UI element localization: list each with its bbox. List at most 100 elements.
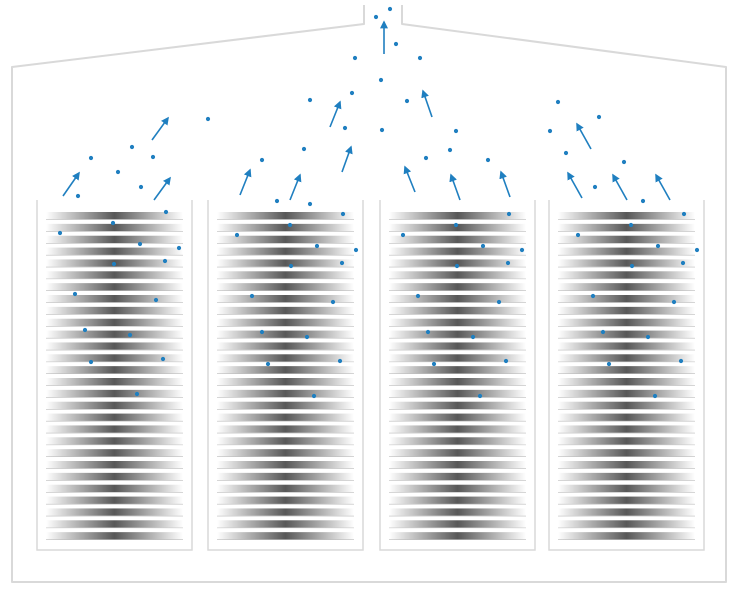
particle-dot [652,393,658,399]
fin-band [389,306,526,315]
fin-band [389,389,526,398]
fin-band [46,295,183,303]
module-1 [36,200,193,551]
module-2 [207,200,364,551]
fin-band [217,508,354,516]
particle-dot [259,329,265,335]
particle-dot [57,230,63,236]
particle-dot [629,263,635,269]
particle-dot [304,334,310,340]
particle-dot [575,232,581,238]
particle-dot [265,361,271,367]
fin-band [389,259,526,267]
particle-dot [287,222,293,228]
particle-dot [680,260,686,266]
fin-band [389,425,526,433]
particle-dot [596,114,602,120]
fin-band [217,461,354,469]
fin-band [46,437,183,445]
particle-dot [127,332,133,338]
airflow-arrows [62,20,671,201]
particle-dot [628,222,634,228]
particle-dot [592,184,598,190]
particle-dot [417,55,423,61]
module-frame [548,200,705,551]
fin-band [217,366,354,374]
particle-dot [453,222,459,228]
particle-dot [477,393,483,399]
airflow-arrow [403,165,416,193]
particle-dot [150,154,156,160]
fin-band [558,342,695,350]
particle-dot [288,263,294,269]
particle-dot [454,263,460,269]
particle-dot [249,293,255,299]
fin-band [217,283,354,291]
fin-band [558,508,695,516]
fin-band [46,496,183,504]
airflow-arrow [151,116,169,141]
fin-band [389,318,526,327]
particle-dot [373,14,379,20]
particle-dot [349,90,355,96]
particle-dot [160,356,166,362]
module-frame [207,200,364,551]
fin-band [46,212,183,220]
fin-band [46,366,183,374]
fin-band [558,425,695,433]
fin-band [389,342,526,350]
fin-band [558,306,695,315]
fin-band [389,271,526,279]
fin-band [558,378,695,386]
fin-band [558,235,695,244]
heat-exchanger-modules [36,200,705,551]
fin-band [46,532,183,540]
fin-band [217,295,354,303]
fin-band [217,212,354,220]
fin-band [46,461,183,469]
particle-dot [694,247,700,253]
fin-band [389,508,526,516]
fin-band [558,354,695,362]
particle-dot [505,260,511,266]
fin-band [46,330,183,338]
fin-band [217,235,354,244]
particle-dot [423,155,429,161]
fin-band [46,520,183,528]
particle-dot [163,209,169,215]
fin-band [217,342,354,350]
particle-dot [72,291,78,297]
airflow-arrow [499,170,511,198]
fin-band [46,283,183,291]
fin-band [558,330,695,338]
particle-dot [519,247,525,253]
fin-band [389,223,526,232]
fin-band [217,271,354,279]
particle-dot [138,184,144,190]
module-frame [379,200,536,551]
airflow-arrow [655,173,671,201]
fin-band [46,306,183,315]
particle-dot [153,297,159,303]
particle-dot [134,391,140,397]
particle-dot [82,327,88,333]
fin-band [558,437,695,445]
fin-band [389,413,526,421]
fin-band [217,437,354,445]
fin-band [217,259,354,267]
fin-band [217,354,354,362]
particle-dot [496,299,502,305]
fin-band [46,271,183,279]
airflow-particles [57,6,700,399]
fin-band [46,472,183,481]
particle-dot [234,232,240,238]
fin-band [389,461,526,469]
particle-dot [678,358,684,364]
fin-band [558,484,695,493]
fin-band [389,378,526,386]
particle-dot [453,128,459,134]
particle-dot [415,293,421,299]
fin-band [389,437,526,445]
airflow-arrow [62,171,80,197]
particle-dot [600,329,606,335]
